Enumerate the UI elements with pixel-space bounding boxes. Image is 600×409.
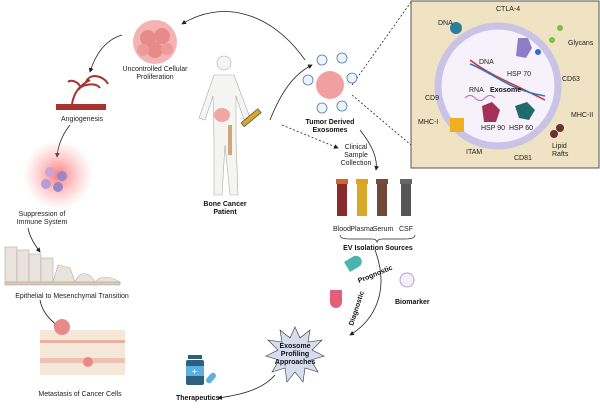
human-body-icon (198, 55, 251, 196)
label-hsp70: HSP 70 (507, 71, 531, 78)
svg-text:+: + (191, 367, 198, 376)
tube-csf (400, 179, 412, 216)
tube-label-blood: Blood (333, 226, 351, 233)
arrow-syringe-to-exosomes (269, 64, 313, 121)
label-mhc1: MHC-I (418, 119, 438, 126)
zoom-lines (351, 1, 412, 146)
metastasis-icon (40, 319, 125, 375)
arrow-to-therapeutics (217, 374, 276, 400)
angiogenesis-label: Angiogenesis (61, 116, 104, 123)
sources-brace (339, 234, 416, 244)
exosome-components: CTLA-4 DNA Glycans DNA HSP 70 CD63 CD9 R… (418, 6, 594, 162)
emt-label: Epithelial to Mesenchymal Transition (15, 293, 129, 300)
tube-plasma (356, 179, 368, 216)
label-cd81: CD81 (514, 155, 532, 162)
label-cd9: CD9 (425, 95, 439, 102)
blood-vessel-icon (56, 75, 109, 110)
tube-label-serum: Serum (373, 226, 394, 233)
profiling-label-2: Profiling (281, 351, 309, 358)
label-hsp90: HSP 90 (481, 125, 505, 132)
medicine-bottle-icon: + (186, 355, 216, 385)
arrow-to-emt (27, 227, 41, 253)
label-dna-inner: DNA (479, 59, 494, 66)
profiling-label-1: Exosome (279, 343, 310, 350)
tube-label-csf: CSF (399, 226, 413, 233)
label-hsp60: HSP 60 (509, 125, 533, 132)
proliferation-label-1: Uncontrolled Cellular (123, 66, 189, 73)
label-glycans: Glycans (568, 40, 594, 47)
sample-tubes (336, 179, 412, 216)
therapeutics-label: Therapeutics (176, 395, 220, 402)
exosomes-label-1: Tumor Derived (306, 119, 355, 126)
arrow-to-profiling (349, 249, 382, 336)
label-dna-outer: DNA (438, 20, 453, 27)
label-cd63: CD63 (562, 76, 580, 83)
exosomes-label-2: Exosomes (312, 127, 347, 134)
label-itam: ITAM (466, 149, 482, 156)
proliferation-label-2: Proliferation (136, 74, 173, 81)
arrow-to-tubes (359, 129, 380, 171)
prognostic-capsule-icon (344, 255, 362, 272)
label-exosome-center: Exosome (490, 87, 521, 94)
label-rafts: Rafts (552, 151, 569, 158)
clinical-label-1: Clinical (345, 144, 368, 151)
immune-cells-icon (23, 140, 93, 210)
patient-label-2: Patient (213, 209, 237, 216)
label-mhc2: MHC-II (571, 112, 593, 119)
metastasis-label: Metastasis of Cancer Cells (38, 391, 122, 398)
tumor-cluster-icon (133, 20, 177, 64)
diagnostic-label: Diagnostic (348, 290, 366, 326)
ev-sources-label: EV Isolation Sources (343, 245, 413, 252)
tube-label-plasma: Plasma (350, 226, 373, 233)
diagnostic-capsule-icon (330, 290, 342, 308)
emt-cells-icon (4, 246, 122, 286)
biomarker-label: Biomarker (395, 299, 430, 306)
tube-blood (336, 179, 348, 216)
prognostic-label: Prognostic (357, 265, 394, 285)
label-ctla4: CTLA-4 (496, 6, 520, 13)
biomarker-icon (399, 272, 415, 288)
arrow-exosome-to-proliferation (181, 11, 306, 61)
exosome-detail-panel (410, 0, 600, 169)
tumor-exosomes-icon (302, 52, 358, 114)
label-rna: RNA (469, 87, 484, 94)
arrow-to-angiogenesis (88, 34, 123, 73)
flow-arrows (27, 1, 412, 400)
clinical-label-3: Collection (341, 160, 372, 167)
syringe-icon (240, 108, 262, 128)
patient-label-1: Bone Cancer (203, 201, 246, 208)
profiling-label-3: Approaches (275, 359, 316, 366)
label-lipid: Lipid (552, 143, 567, 150)
clinical-label-2: Sample (344, 152, 368, 159)
tube-serum (376, 179, 388, 216)
immune-label-1: Suppression of (19, 211, 66, 218)
arrow-to-metastasis (39, 299, 59, 327)
immune-label-2: Immune System (17, 219, 68, 226)
profiling-star-icon (265, 326, 325, 383)
